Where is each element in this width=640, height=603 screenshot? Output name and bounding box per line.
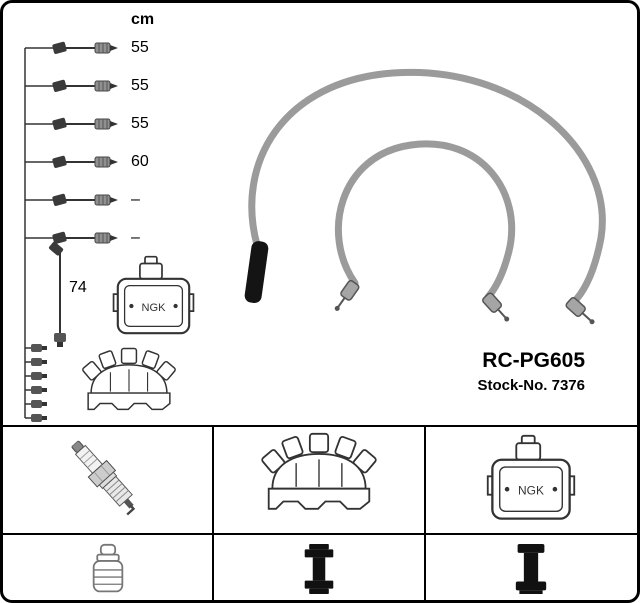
wire-length-4: 60	[131, 153, 149, 170]
wire-length-6: –	[131, 229, 140, 246]
ignition-coil-icon	[485, 434, 577, 526]
dist-connector-1	[25, 343, 48, 353]
coil-wire	[49, 241, 66, 347]
cable-terminal-icon	[563, 295, 599, 329]
part-code: RC-PG605	[482, 349, 585, 372]
coiled-cable-long	[244, 68, 606, 329]
legend-cell-distributor-cap	[214, 427, 426, 535]
wire-length-3: 55	[131, 115, 149, 132]
distributor-cap-icon	[81, 347, 177, 411]
ignition-wire-4	[25, 154, 119, 170]
coiled-cable-short	[329, 140, 516, 326]
ignition-wire-2	[25, 78, 119, 94]
length-unit-header: cm	[131, 11, 155, 28]
dist-connector-4	[25, 385, 48, 395]
ignition-wire-1	[25, 40, 119, 56]
diagram-area: cm 55 55 55 60 – – 74 RC-PG605 Stock-No.…	[3, 3, 637, 425]
ignition-coil-icon	[112, 255, 195, 335]
distributor-cap-icon	[249, 432, 389, 528]
plug-boot-icon	[85, 543, 131, 595]
spark-plug-icon	[61, 431, 154, 529]
ignition-wire-5	[25, 192, 119, 208]
parts-legend-grid	[3, 425, 637, 603]
dist-connector-5	[25, 399, 48, 409]
cable-terminal-icon	[480, 290, 514, 326]
legend-cell-terminal-2	[426, 535, 637, 603]
ignition-wire-3	[25, 116, 119, 132]
terminal-icon-2	[510, 544, 552, 594]
legend-cell-spark-plug	[3, 427, 215, 535]
terminal-icon-1	[298, 544, 340, 594]
dist-connector-3	[25, 371, 48, 381]
wire-length-1: 55	[131, 39, 149, 56]
wire-length-5: –	[131, 191, 140, 208]
dist-connector-6	[25, 413, 48, 423]
cable-boot-icon	[244, 241, 269, 304]
legend-cell-plug-boot	[3, 535, 215, 600]
legend-cell-ignition-coil	[425, 427, 637, 535]
legend-cell-terminal-1	[214, 535, 426, 600]
wire-length-2: 55	[131, 77, 149, 94]
stock-number: Stock-No. 7376	[477, 377, 585, 394]
cable-terminal-icon	[329, 278, 361, 315]
dist-connector-2	[25, 357, 48, 367]
wiring-diagram	[24, 40, 606, 423]
ignition-wire-6	[25, 230, 119, 246]
coil-wire-length: 74	[69, 279, 87, 296]
